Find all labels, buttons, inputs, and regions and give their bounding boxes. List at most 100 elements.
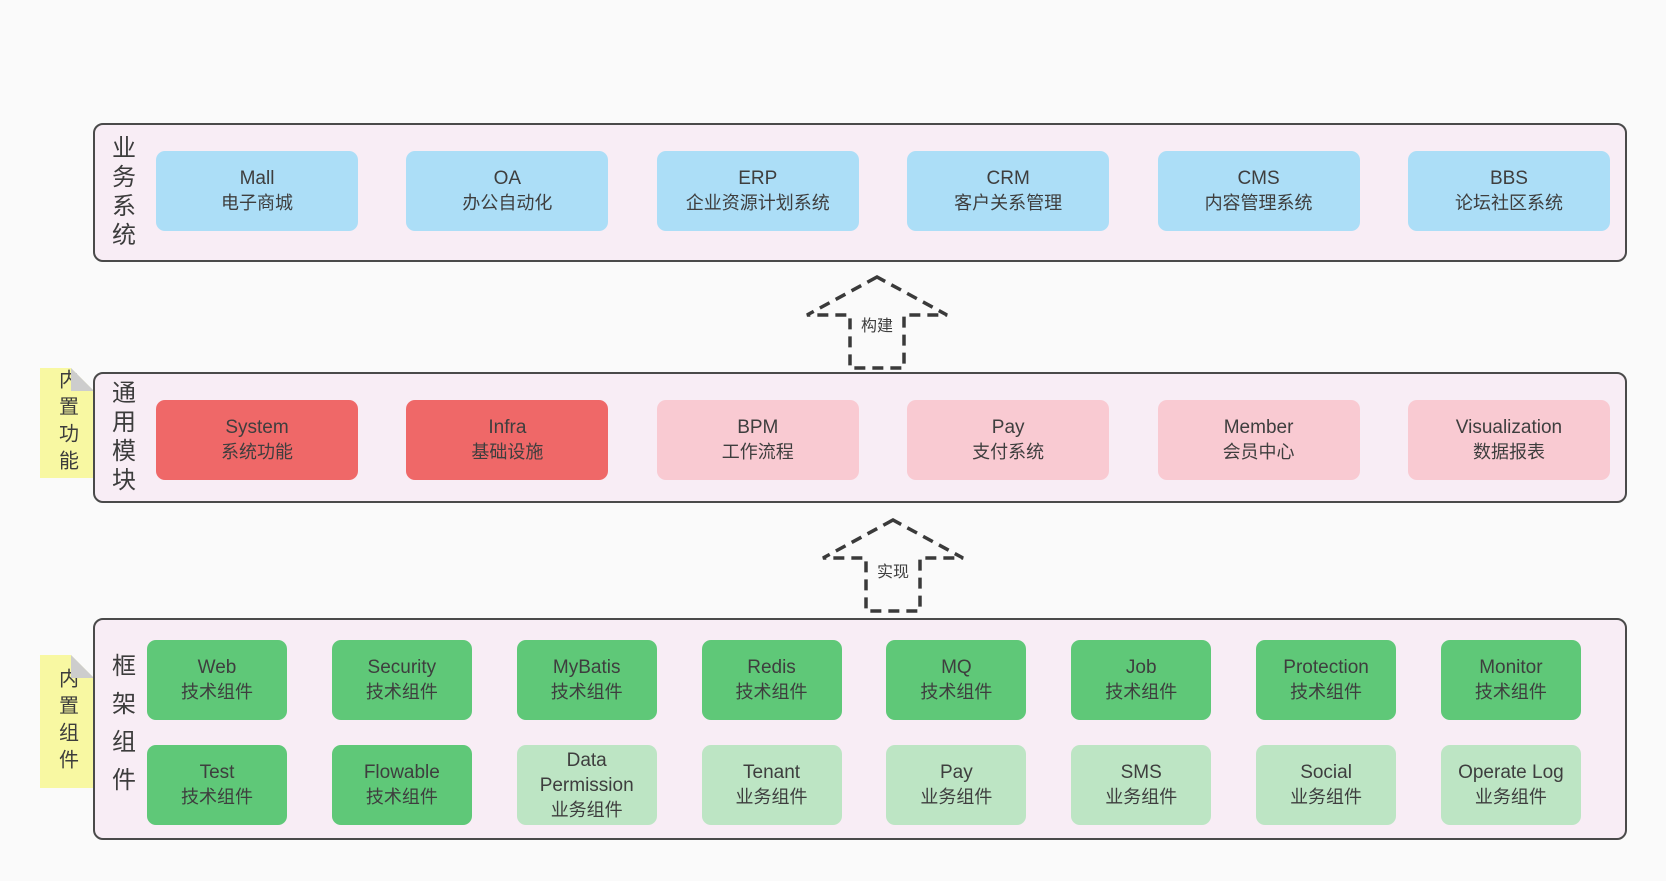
- box-title: SMS: [1120, 762, 1162, 783]
- box-job: Job 技术组件: [1071, 640, 1212, 720]
- box-subtitle: 客户关系管理: [954, 193, 1063, 213]
- dashed-up-arrow-implement-icon: [822, 518, 964, 613]
- box-subtitle: 技术组件: [1105, 682, 1178, 702]
- box-mall: Mall 电子商城: [156, 151, 358, 231]
- arrow-label-build: 构建: [860, 318, 893, 335]
- box-tenant: Tenant 业务组件: [701, 745, 842, 825]
- box-title: Redis: [747, 657, 796, 678]
- box-social: Social 业务组件: [1256, 745, 1397, 825]
- box-title: Job: [1125, 657, 1157, 678]
- box-subtitle: 技术组件: [735, 682, 808, 702]
- box-pay: Pay 业务组件: [886, 745, 1027, 825]
- box-title: Pay: [991, 417, 1025, 438]
- box-subtitle: 技术组件: [1290, 682, 1363, 702]
- box-title: Data Permission: [539, 749, 634, 796]
- box-mybatis: MyBatis 技术组件: [516, 640, 657, 720]
- box-pay: Pay 支付系统: [907, 400, 1110, 480]
- box-title: Operate Log: [1458, 762, 1564, 783]
- box-title: ERP: [738, 168, 778, 189]
- box-operate-log: Operate Log 业务组件: [1440, 745, 1581, 825]
- arrow-label-implement: 实现: [876, 564, 909, 581]
- box-title: Infra: [488, 417, 527, 438]
- box-title: BBS: [1489, 168, 1528, 189]
- box-subtitle: 技术组件: [365, 787, 438, 807]
- box-subtitle: 技术组件: [365, 682, 438, 702]
- box-flowable: Flowable 技术组件: [331, 745, 472, 825]
- box-visualization: Visualization 数据报表: [1407, 400, 1610, 480]
- box-title: Member: [1223, 417, 1294, 438]
- box-title: Social: [1300, 762, 1352, 783]
- box-cms: CMS 内容管理系统: [1157, 151, 1360, 231]
- box-test: Test 技术组件: [147, 745, 287, 825]
- box-subtitle: 支付系统: [972, 442, 1045, 462]
- box-subtitle: 业务组件: [1290, 787, 1363, 807]
- box-title: Monitor: [1479, 657, 1543, 678]
- sticky-note-label: 内置功能: [55, 369, 78, 477]
- box-subtitle: 业务组件: [1474, 787, 1547, 807]
- box-title: Flowable: [363, 762, 440, 783]
- band-title-text: 框架组件: [107, 653, 135, 805]
- box-title: Web: [197, 657, 237, 678]
- box-mq: MQ 技术组件: [886, 640, 1027, 720]
- box-subtitle: 办公自动化: [462, 193, 553, 213]
- box-member: Member 会员中心: [1157, 400, 1360, 480]
- box-title: BPM: [737, 417, 779, 438]
- sticky-note-label: 内置组件: [55, 667, 78, 776]
- box-subtitle: 企业资源计划系统: [685, 193, 830, 213]
- box-subtitle: 会员中心: [1222, 442, 1295, 462]
- box-subtitle: 基础设施: [471, 442, 544, 462]
- box-subtitle: 论坛社区系统: [1454, 193, 1563, 213]
- band-title-text: 通用模块: [107, 379, 135, 496]
- box-protection: Protection 技术组件: [1256, 640, 1397, 720]
- band-title: 业务系统: [101, 125, 141, 260]
- box-subtitle: 技术组件: [181, 682, 253, 702]
- box-oa: OA 办公自动化: [406, 151, 609, 231]
- box-title: Mall: [239, 168, 275, 189]
- box-subtitle: 技术组件: [550, 682, 623, 702]
- box-subtitle: 电子商城: [221, 193, 293, 213]
- box-title: OA: [493, 168, 522, 189]
- box-subtitle: 数据报表: [1472, 442, 1545, 462]
- box-erp: ERP 企业资源计划系统: [656, 151, 859, 231]
- band-title: 框架组件: [101, 620, 141, 838]
- box-title: Security: [367, 657, 437, 678]
- box-subtitle: 内容管理系统: [1204, 193, 1313, 213]
- box-bpm: BPM 工作流程: [656, 400, 859, 480]
- box-title: System: [225, 417, 289, 438]
- band-title-text: 业务系统: [107, 134, 135, 251]
- sticky-note-built-in-features: 内置功能: [40, 368, 94, 478]
- box-redis: Redis 技术组件: [701, 640, 842, 720]
- box-subtitle: 技术组件: [1474, 682, 1547, 702]
- box-subtitle: 工作流程: [721, 442, 794, 462]
- box-title: Protection: [1283, 657, 1369, 678]
- box-web: Web 技术组件: [147, 640, 287, 720]
- sticky-note-built-in-components: 内置组件: [40, 655, 94, 788]
- box-subtitle: 技术组件: [920, 682, 993, 702]
- box-title: Visualization: [1455, 417, 1563, 438]
- box-subtitle: 技术组件: [181, 787, 253, 807]
- box-subtitle: 业务组件: [920, 787, 993, 807]
- band-title: 通用模块: [101, 374, 141, 501]
- box-security: Security 技术组件: [331, 640, 472, 720]
- box-bbs: BBS 论坛社区系统: [1407, 151, 1610, 231]
- box-subtitle: 业务组件: [735, 787, 808, 807]
- box-subtitle: 业务组件: [1105, 787, 1178, 807]
- dashed-up-arrow-build-icon: [806, 275, 948, 370]
- box-title: Pay: [940, 762, 973, 783]
- box-title: MQ: [941, 657, 972, 678]
- box-title: CMS: [1237, 168, 1280, 189]
- box-title: MyBatis: [552, 657, 621, 678]
- box-infra: Infra 基础设施: [406, 400, 609, 480]
- box-title: Test: [199, 762, 235, 783]
- box-title: Tenant: [743, 762, 801, 783]
